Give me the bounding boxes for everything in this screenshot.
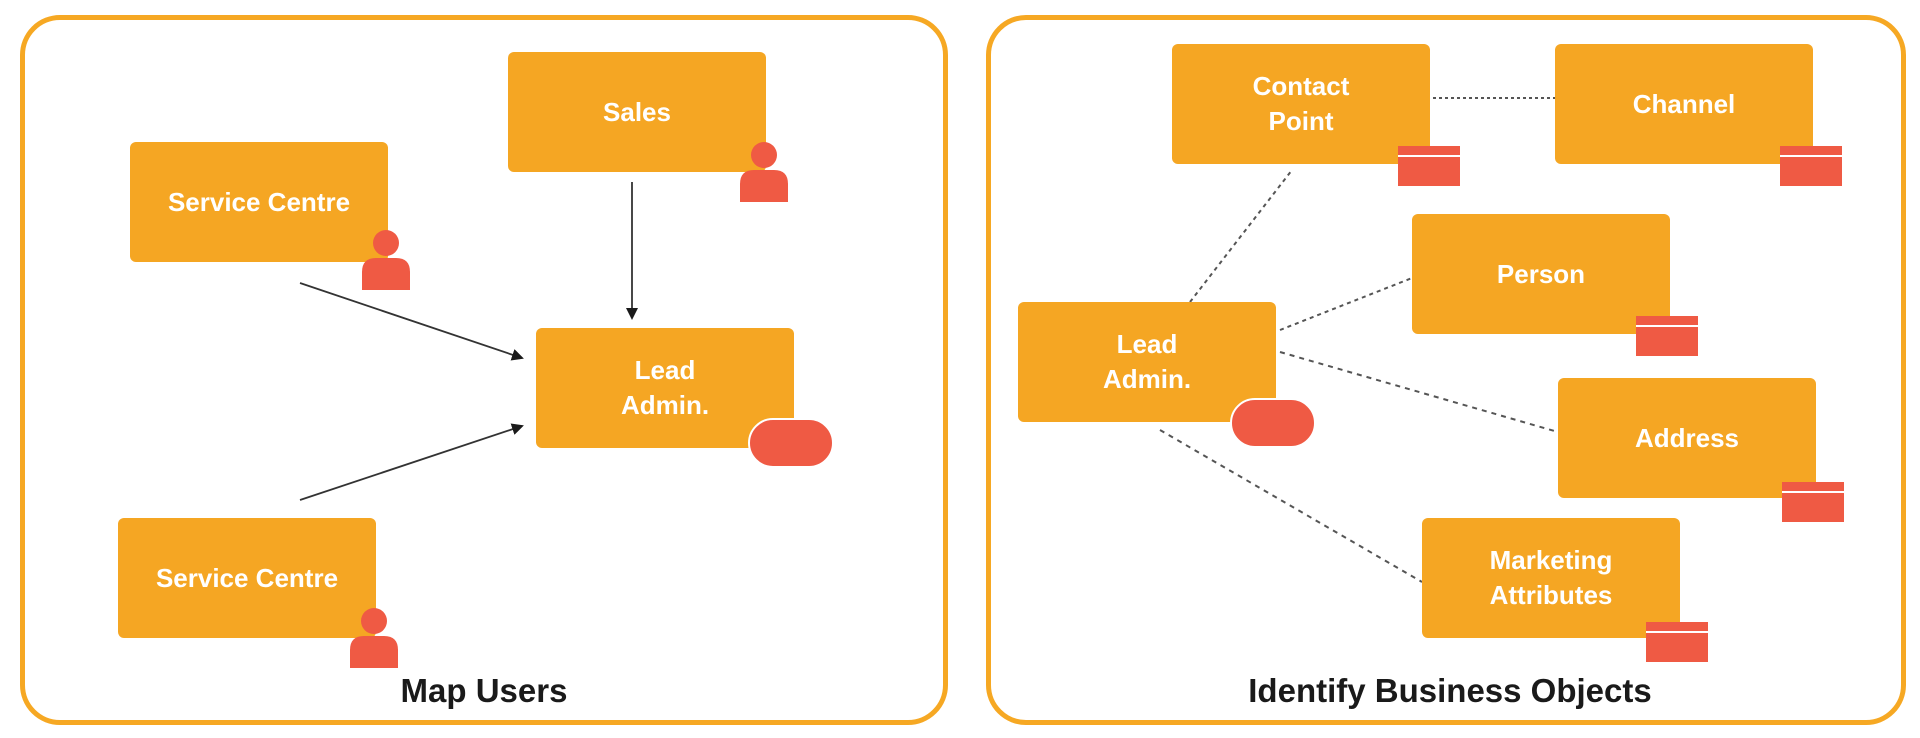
lead-admin-box-right: Lead Admin.	[1018, 302, 1276, 422]
marketing-attributes-box: Marketing Attributes	[1422, 518, 1680, 638]
address-box: Address	[1558, 378, 1816, 498]
lead-admin-box-left: Lead Admin.	[536, 328, 794, 448]
arrow-service-centre-top-to-lead-admin	[299, 282, 524, 361]
business-object-icon	[1646, 622, 1708, 662]
sales-box: Sales	[508, 52, 766, 172]
service-centre-bottom-box: Service Centre	[118, 518, 376, 638]
person-box: Person	[1412, 214, 1670, 334]
process-icon	[1230, 398, 1316, 448]
arrow-service-centre-bottom-to-lead-admin	[299, 423, 524, 501]
user-icon	[350, 608, 398, 668]
link-lead-to-person	[1279, 277, 1413, 331]
link-lead-to-marketing	[1159, 429, 1423, 583]
user-icon	[740, 142, 788, 202]
service-centre-top-box: Service Centre	[130, 142, 388, 262]
business-object-icon	[1398, 146, 1460, 186]
process-icon	[748, 418, 834, 468]
user-icon	[362, 230, 410, 290]
business-object-icon	[1636, 316, 1698, 356]
business-object-icon	[1782, 482, 1844, 522]
business-object-icon	[1780, 146, 1842, 186]
business-objects-caption: Identify Business Objects	[1248, 672, 1652, 709]
link-lead-to-address	[1279, 351, 1559, 433]
map-users-caption: Map Users	[400, 672, 568, 709]
channel-box: Channel	[1555, 44, 1813, 164]
contact-point-box: Contact Point	[1172, 44, 1430, 164]
link-lead-to-contact	[1189, 169, 1293, 303]
